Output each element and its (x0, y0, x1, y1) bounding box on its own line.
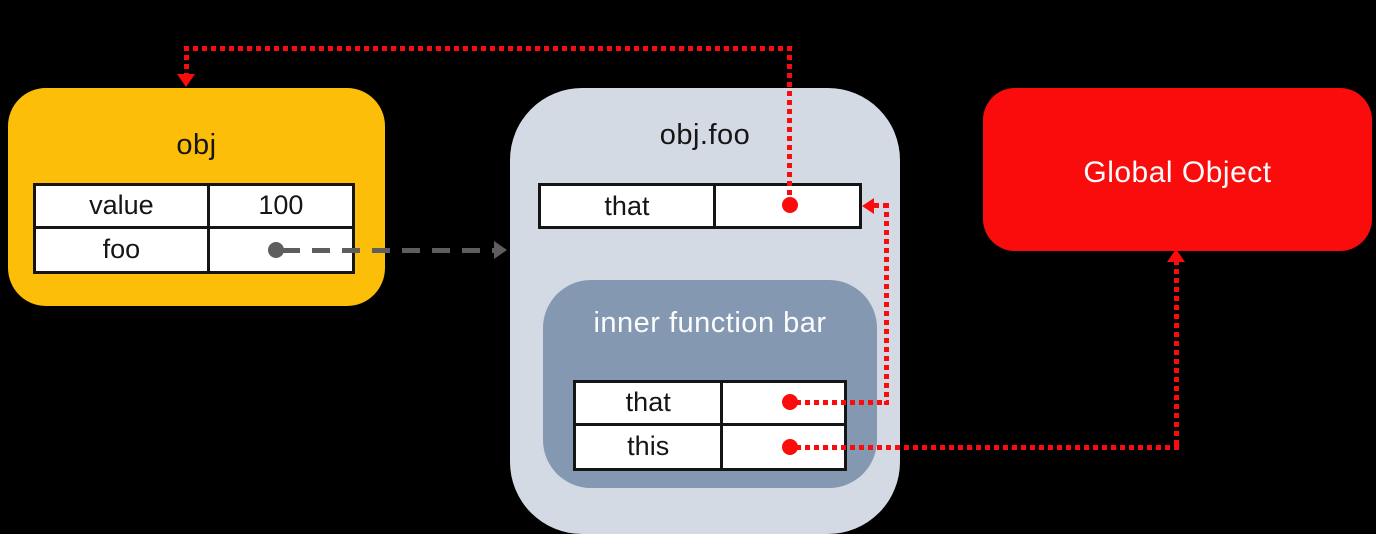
arrowhead-into-global-object-icon (1167, 249, 1185, 262)
inner-function-bar-title: inner function bar (593, 307, 827, 339)
arrowhead-into-objfoo-box-icon (494, 241, 507, 259)
obj-property-table: value 100 foo (33, 183, 355, 274)
reference-dot-objfoo-that (782, 197, 798, 213)
arrow-inner-that-vertical (884, 203, 889, 405)
table-cell: this (576, 425, 724, 468)
arrow-inner-this-horizontal (796, 445, 1179, 450)
arrow-obj-foo-to-objfoo-box (282, 248, 494, 253)
reference-dot-inner-this (782, 439, 798, 455)
arrow-inner-this-vertical (1174, 260, 1179, 450)
table-cell: that (541, 186, 716, 226)
table-cell: that (576, 383, 724, 426)
arrow-inner-that-horizontal-top (874, 203, 889, 208)
global-object-box (983, 88, 1372, 251)
reference-dot-inner-that (782, 394, 798, 410)
reference-dot-obj-foo (268, 242, 284, 258)
inner-bar-binding-table: that this (573, 380, 847, 471)
obj-foo-box-title: obj.foo (659, 119, 751, 151)
arrow-inner-that-horizontal-bottom (796, 400, 889, 405)
arrow-objfoo-that-to-obj-vertical-left (184, 46, 189, 74)
arrow-objfoo-that-to-obj-horizontal-top (184, 46, 792, 51)
obj-foo-binding-table: that (538, 183, 862, 229)
obj-box-title: obj (176, 129, 217, 161)
table-cell: value (36, 186, 210, 229)
table-cell: 100 (209, 186, 352, 229)
arrow-objfoo-that-to-obj-vertical-right (787, 46, 792, 198)
global-object-title: Global Object (1083, 156, 1272, 189)
table-cell: foo (36, 228, 210, 271)
arrowhead-into-objfoo-that-icon (862, 198, 874, 214)
arrowhead-into-obj-icon (177, 74, 195, 87)
